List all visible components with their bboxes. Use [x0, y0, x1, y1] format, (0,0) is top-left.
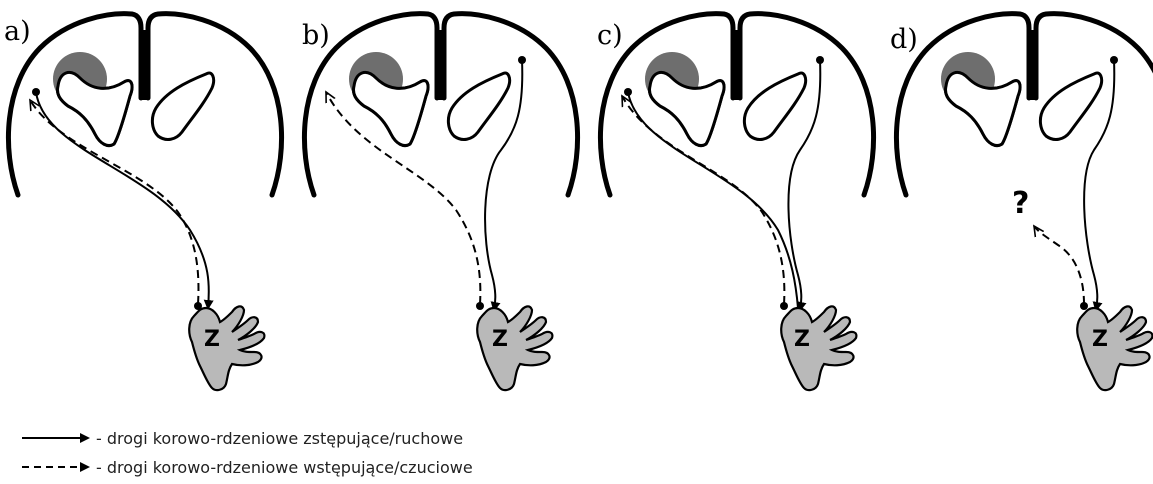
- panel-b: [304, 14, 577, 390]
- panel-label-b: b): [302, 22, 330, 49]
- hand-label-c: Z: [790, 327, 814, 352]
- legend-solid-text: - drogi korowo-rdzeniowe zstępujące/ruch…: [96, 429, 463, 448]
- panel-label-d: d): [890, 26, 918, 53]
- unknown-marker: ?: [1012, 186, 1029, 221]
- panel-label-a: a): [4, 18, 31, 45]
- legend-solid: - drogi korowo-rdzeniowe zstępujące/ruch…: [92, 428, 463, 448]
- panel-c: [600, 14, 873, 390]
- hand-label-b: Z: [488, 327, 512, 352]
- hand-label-a: Z: [200, 327, 224, 352]
- legend-dashed: - drogi korowo-rdzeniowe wstępujące/czuc…: [92, 457, 473, 477]
- legend-dashed-text: - drogi korowo-rdzeniowe wstępujące/czuc…: [96, 458, 473, 477]
- panel-label-c: c): [597, 22, 623, 49]
- panel-a: [8, 14, 281, 390]
- hand-label-d: Z: [1088, 327, 1112, 352]
